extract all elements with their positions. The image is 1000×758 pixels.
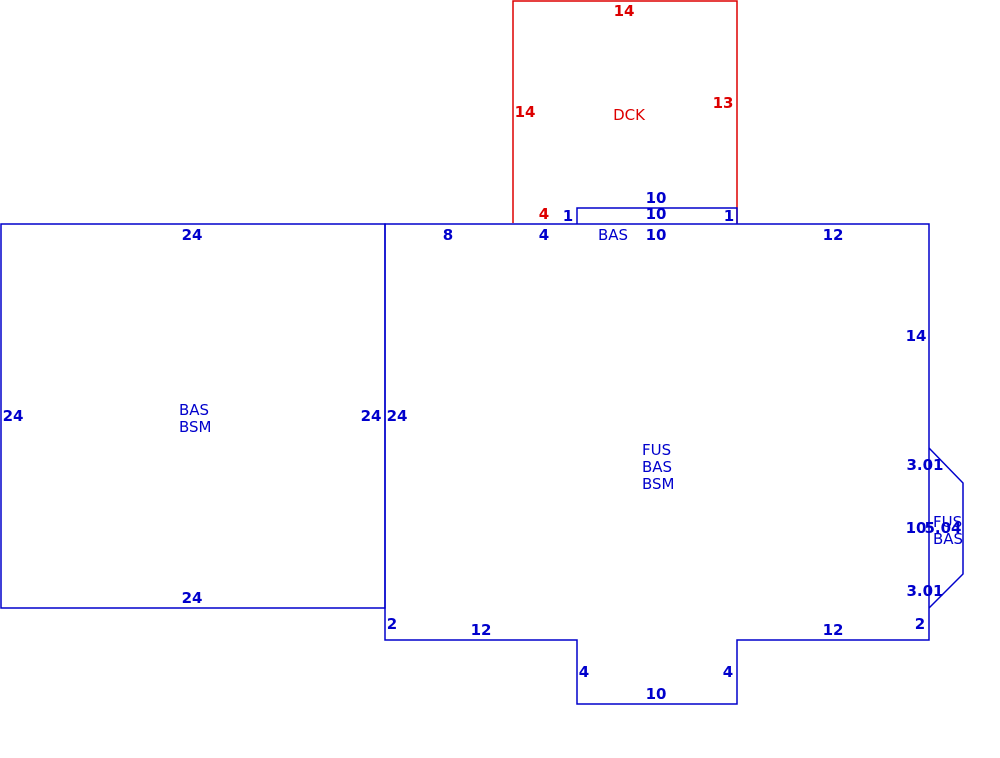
bump-outline xyxy=(576,207,738,224)
deck-dim-left: 14 xyxy=(515,103,536,121)
bay-code-1: FUS xyxy=(933,513,962,531)
left-code-1: BAS xyxy=(179,401,209,419)
bump-dim-top-outer: 10 xyxy=(646,189,667,207)
bay-dim-lower: 3.01 xyxy=(906,582,943,600)
bay-dim-middle: 10 xyxy=(906,519,927,537)
left-dim-top: 24 xyxy=(182,226,203,244)
bump-dim-top-inner: 10 xyxy=(646,205,667,223)
deck-dim-bottom-left: 4 xyxy=(539,205,549,223)
bump-dim-left: 1 xyxy=(563,207,573,225)
deck-code: DCK xyxy=(613,106,646,124)
bump-code: BAS xyxy=(598,226,628,244)
bump-dim-bottom: 10 xyxy=(646,226,667,244)
main-dim-notch-bottom: 10 xyxy=(646,685,667,703)
deck-outline xyxy=(512,0,738,223)
main-dim-left-step: 2 xyxy=(387,615,397,633)
left-dim-bottom: 24 xyxy=(182,589,203,607)
main-dim-top-a: 8 xyxy=(443,226,453,244)
left-dim-left: 24 xyxy=(3,407,24,425)
main-dim-notch-left: 4 xyxy=(579,663,589,681)
main-dim-notch-right: 4 xyxy=(723,663,733,681)
deck-dim-top: 14 xyxy=(614,2,635,20)
main-dim-top-c: 12 xyxy=(823,226,844,244)
left-dim-right: 24 xyxy=(361,407,382,425)
bump-dim-right: 1 xyxy=(724,207,734,225)
main-dim-left: 24 xyxy=(387,407,408,425)
main-block-outline xyxy=(384,223,930,705)
deck-dim-right: 13 xyxy=(713,94,734,112)
main-code-1: FUS xyxy=(642,441,671,459)
main-dim-right-step: 2 xyxy=(915,615,925,633)
bay-dim-width: 5.04 xyxy=(924,519,961,537)
bay-dim-upper: 3.01 xyxy=(906,456,943,474)
main-code-2: BAS xyxy=(642,458,672,476)
main-dim-top-b: 4 xyxy=(539,226,549,244)
left-code-2: BSM xyxy=(179,418,212,436)
main-code-3: BSM xyxy=(642,475,675,493)
bay-code-2: BAS xyxy=(933,530,963,548)
main-dim-bottom-right: 12 xyxy=(823,621,844,639)
main-dim-right-upper: 14 xyxy=(906,327,927,345)
main-dim-bottom-left: 12 xyxy=(471,621,492,639)
bay-outline xyxy=(928,447,964,609)
